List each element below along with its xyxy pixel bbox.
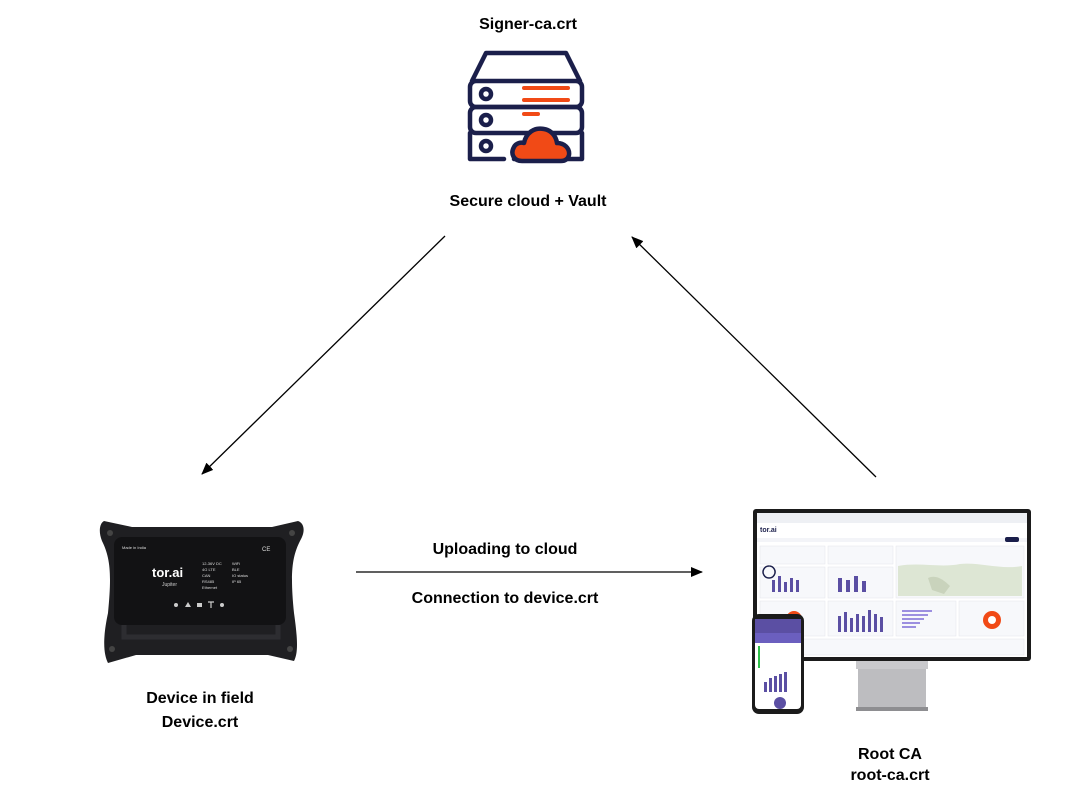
root-caption-line2: root-ca.crt (850, 767, 930, 784)
device-spec: CAN (202, 573, 211, 578)
tracking-device-image: Made in India CE tor.ai Jupiter 12-36V D… (99, 521, 304, 663)
device-spec: 4G LTE (202, 567, 216, 572)
device-caption-line1: Device in field (146, 690, 254, 707)
device-caption: Device in field Device.crt (110, 687, 290, 735)
arrow-root-to-cloud (631, 236, 877, 478)
root-caption-line1: Root CA (858, 746, 922, 763)
connection-label: Connection to device.crt (411, 590, 599, 607)
device-spec: BLE (232, 567, 240, 572)
root-ca-caption: Root CA root-ca.crt (810, 744, 970, 786)
device-brand: tor.ai (152, 565, 183, 580)
device-spec: IP 65 (232, 579, 242, 584)
arrow-cloud-to-device (201, 235, 446, 475)
device-caption-line2: Device.crt (161, 714, 239, 731)
device-spec: IO status (232, 573, 248, 578)
secure-cloud-caption: Secure cloud + Vault (449, 193, 607, 210)
device-model: Jupiter (162, 582, 177, 588)
device-spec: WiFi (232, 561, 240, 566)
upload-label: Uploading to cloud (432, 541, 578, 558)
device-spec: Ethernet (202, 585, 218, 590)
dashboard-brand: tor.ai (760, 527, 777, 534)
server-cloud-icon (467, 50, 585, 164)
device-spec: 12-36V DC (202, 561, 222, 566)
signer-cert-title: Signer-ca.crt (479, 16, 577, 33)
device-spec: RS485 (202, 579, 215, 584)
dashboard-monitor-image: tor.ai (752, 509, 1031, 714)
device-ce-mark: CE (262, 547, 270, 553)
device-made-in: Made in India (122, 545, 147, 550)
